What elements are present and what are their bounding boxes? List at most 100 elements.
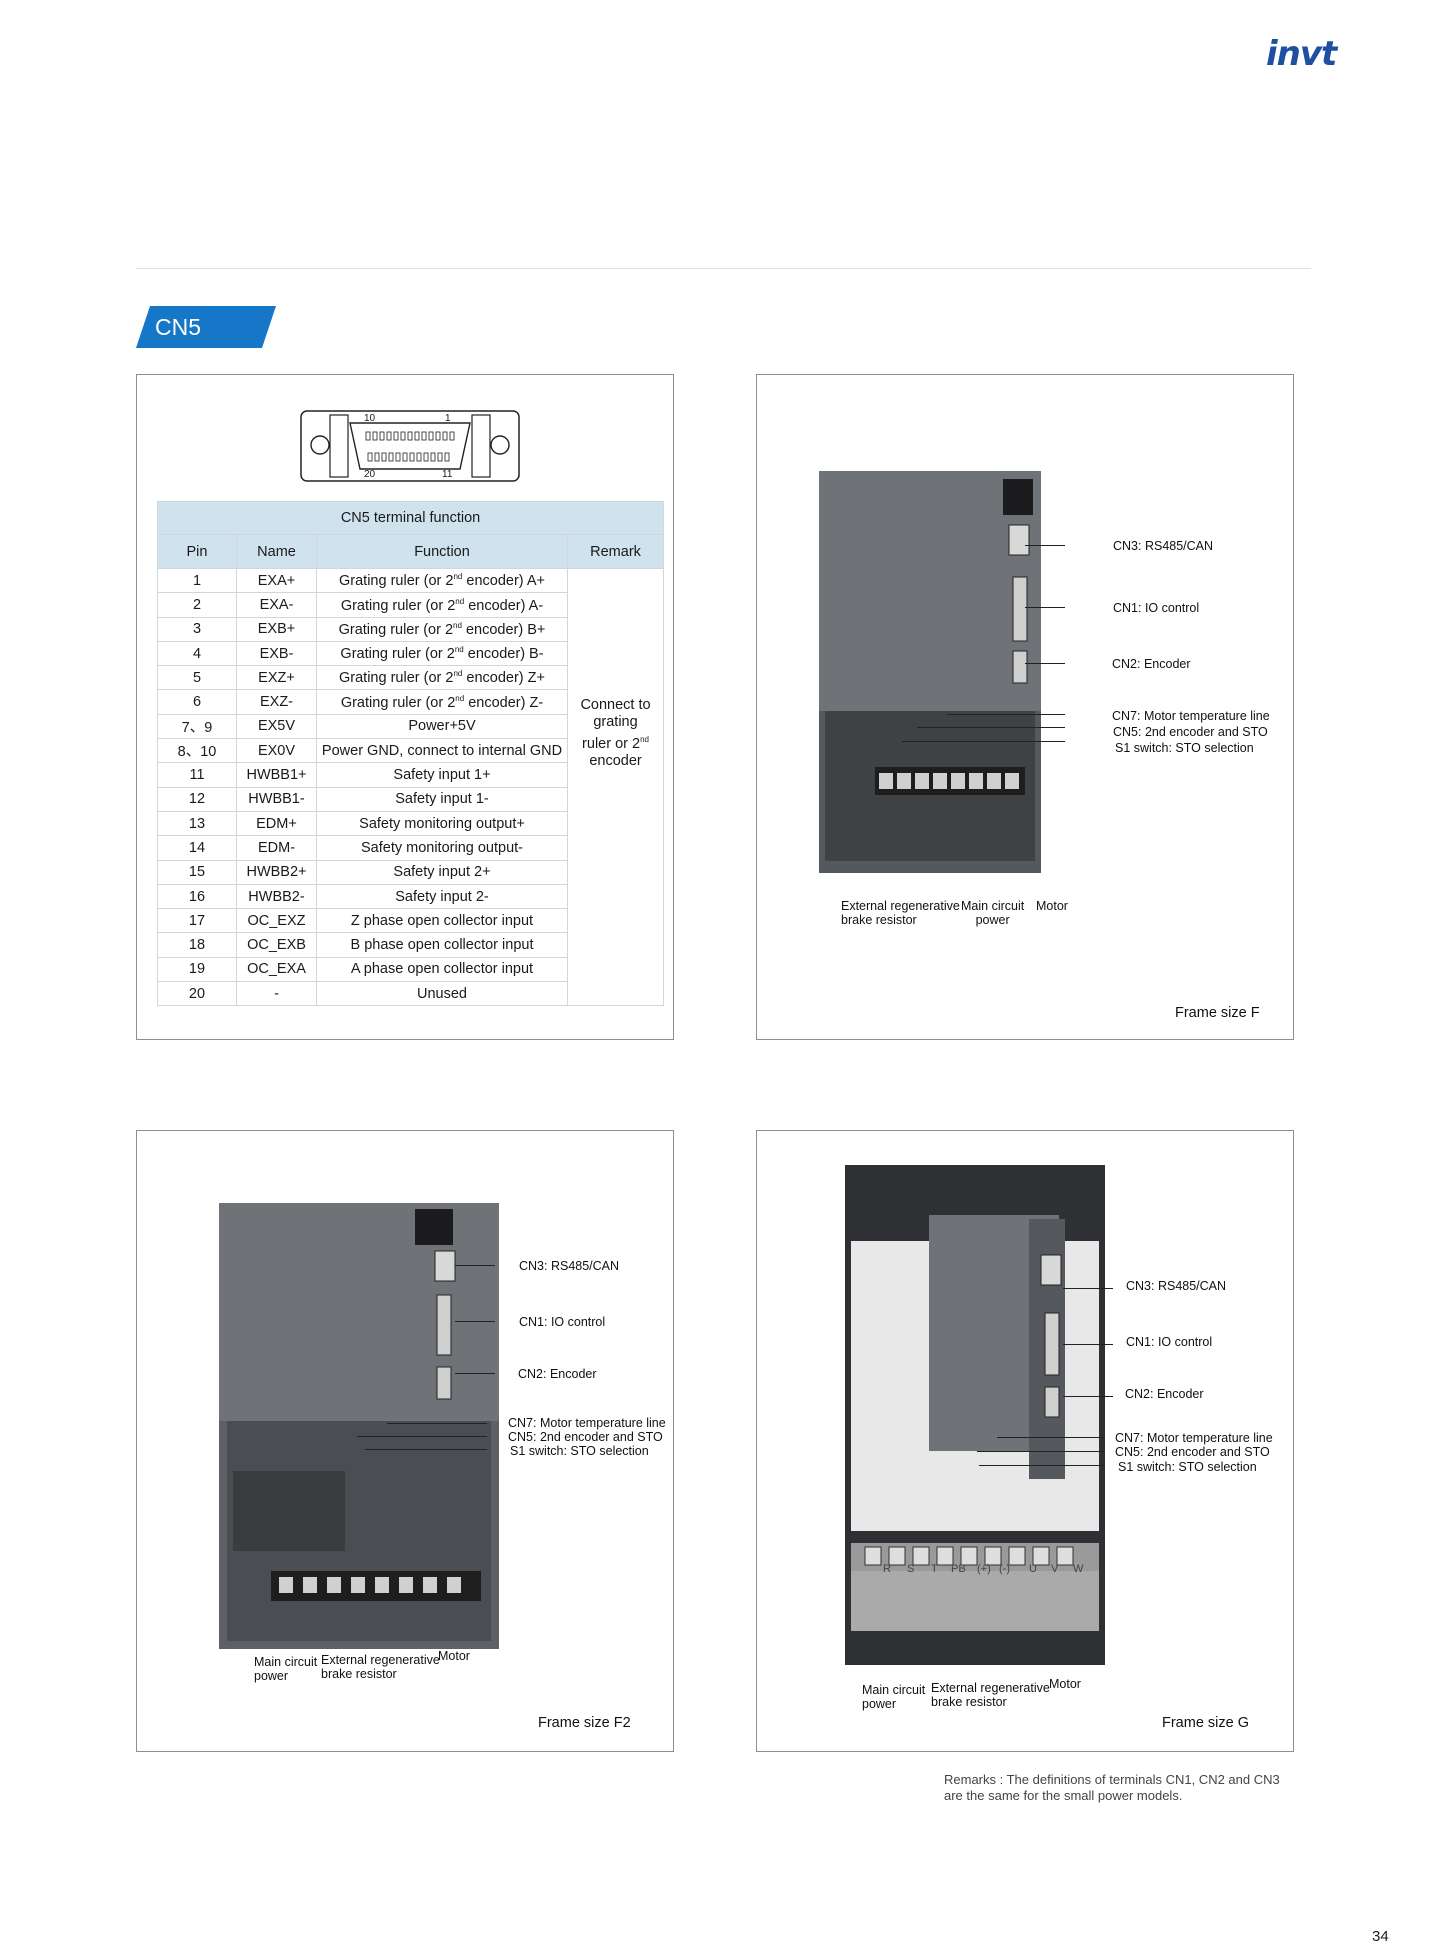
function-cell: Grating ruler (or 2nd encoder) B- [316,640,568,667]
frame-f2-panel: CN3: RS485/CAN CN1: IO control CN2: Enco… [136,1130,674,1752]
header-divider [136,268,1311,269]
pin-cell: 14 [157,835,237,861]
label-cn2: CN2: Encoder [1112,657,1191,671]
terminal-label: PB [951,1563,966,1575]
pin-cell: 6 [157,689,237,715]
section-tag: CN5 [136,306,276,348]
label-cn7: CN7: Motor temperature line [508,1416,666,1430]
cn5-connector-drawing: 10 1 20 11 [300,409,520,483]
name-cell: EXZ- [236,689,317,715]
col-header-name: Name [236,534,317,569]
cn5-table-panel: 10 1 20 11 CN5 terminal function Pin Nam… [136,374,674,1040]
function-cell: B phase open collector input [316,932,568,958]
pin-cell: 8、10 [157,738,237,764]
frame-size-label: Frame size F2 [538,1715,631,1731]
remark-line: encoder [589,752,642,769]
pin-cell: 5 [157,665,237,691]
function-cell: Grating ruler (or 2nd encoder) Z+ [316,665,568,691]
name-cell: HWBB1+ [236,762,317,788]
function-cell: Safety input 1- [316,786,568,812]
pin-label-20: 20 [364,469,376,480]
label-cn1: CN1: IO control [1126,1335,1213,1349]
name-cell: OC_EXA [236,956,317,983]
frame-g-panel: R S T PB (+) (-) U V W CN3: RS485/CAN CN… [756,1130,1294,1752]
function-cell: Safety monitoring output+ [316,810,568,837]
label-s1: S1 switch: STO selection [1118,1460,1257,1474]
terminal-label: U [1029,1563,1037,1575]
function-cell: Z phase open collector input [316,908,568,934]
name-cell: OC_EXB [236,932,317,958]
name-cell: EDM- [236,835,317,861]
function-cell: Grating ruler (or 2nd encoder) B+ [316,616,568,642]
page-number: 34 [1372,1928,1389,1945]
name-cell: HWBB1- [236,786,317,812]
name-cell: EX0V [236,738,317,764]
label-cn3: CN3: RS485/CAN [1126,1279,1227,1293]
function-cell: Grating ruler (or 2nd encoder) Z- [316,689,568,715]
label-s1: S1 switch: STO selection [510,1444,649,1458]
function-cell: Grating ruler (or 2nd encoder) A+ [316,567,568,594]
function-cell: Safety input 2+ [316,859,568,885]
pin-cell: 3 [157,616,237,642]
label-cn7: CN7: Motor temperature line [1112,709,1270,723]
pin-cell: 17 [157,908,237,934]
remark-line: grating [593,714,638,730]
remark-line: ruler or 2nd [582,735,649,752]
frame-f2-device-photo [219,1203,499,1649]
function-cell: Safety input 1+ [316,762,568,788]
function-cell: Grating ruler (or 2nd encoder) A- [316,592,568,618]
frame-size-label: Frame size G [1162,1715,1250,1731]
pin-cell: 12 [157,786,237,812]
label-cn1: CN1: IO control [1113,601,1200,615]
col-header-function: Function [316,534,568,569]
label-cn2: CN2: Encoder [1125,1387,1204,1401]
terminal-label: S [907,1563,915,1575]
label-cn3: CN3: RS485/CAN [519,1259,620,1273]
name-cell: EX5V [236,713,317,740]
pin-cell: 13 [157,810,237,837]
function-cell: Safety input 2- [316,883,568,910]
pin-cell: 20 [157,981,237,1007]
section-tag-label: CN5 [155,314,202,340]
function-cell: Power+5V [316,713,568,740]
pin-cell: 4 [157,640,237,667]
function-cell: Power GND, connect to internal GND [316,738,568,764]
name-cell: EXA- [236,592,317,618]
label-s1: S1 switch: STO selection [1115,741,1254,755]
name-cell: HWBB2- [236,883,317,910]
name-cell: EXZ+ [236,665,317,691]
pin-cell: 2 [157,592,237,618]
pin-cell: 15 [157,859,237,885]
terminal-label: R [883,1563,891,1575]
label-cn3: CN3: RS485/CAN [1113,539,1214,553]
frame-f-device-photo [819,471,1041,873]
pin-label-1: 1 [445,413,451,424]
label-cn5: CN5: 2nd encoder and STO [1113,725,1268,739]
col-header-pin: Pin [157,534,237,569]
name-cell: EXB- [236,640,317,667]
name-cell: OC_EXZ [236,908,317,934]
invt-logo: invt [1266,34,1337,74]
terminal-label: T [931,1563,938,1575]
remark-cell: Connect to grating ruler or 2nd encoder [566,567,665,1007]
terminal-label: (+) [977,1563,991,1575]
frame-f-panel: CN3: RS485/CAN CN1: IO control CN2: Enco… [756,374,1294,1040]
connector-svg [300,410,520,482]
terminal-label: W [1073,1563,1084,1575]
frame-g-device-photo [845,1165,1105,1665]
name-cell: EXB+ [236,616,317,642]
pin-cell: 16 [157,883,237,910]
frame-size-label: Frame size F [1175,1005,1260,1021]
